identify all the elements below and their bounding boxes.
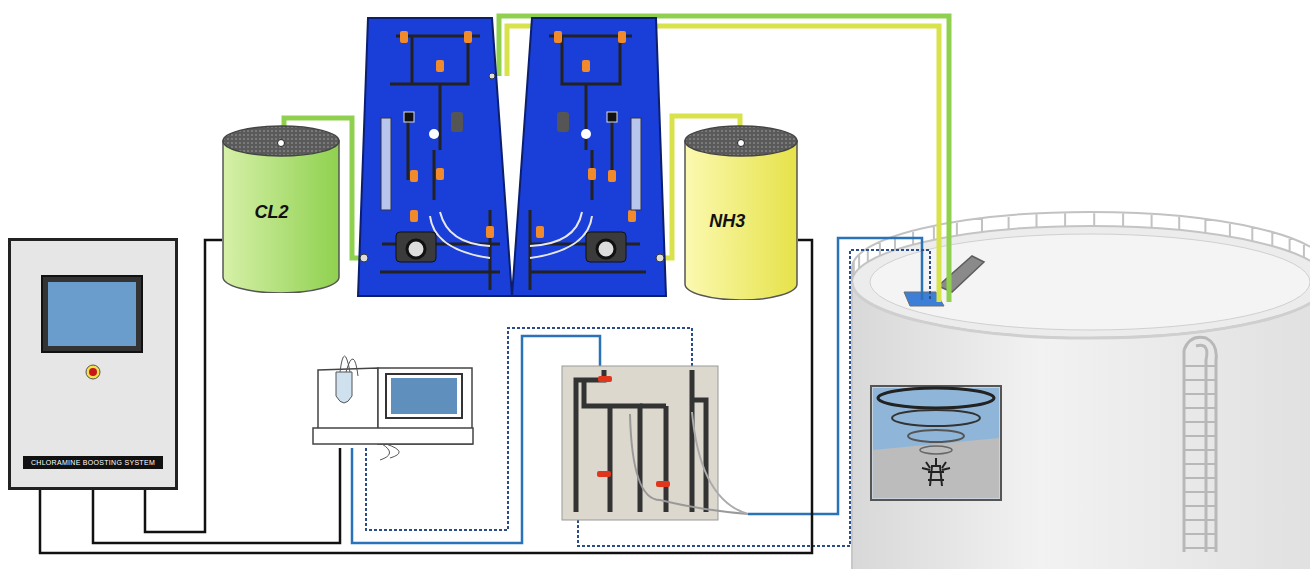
storage-tank xyxy=(852,212,1310,569)
ammonia-tank: NH3 xyxy=(684,125,798,300)
panel-outline xyxy=(8,238,178,490)
feed-tube xyxy=(284,16,949,302)
pump-cabinet xyxy=(358,18,666,296)
chlorine-tank: CL2 xyxy=(222,125,340,293)
tank-label: CL2 xyxy=(255,202,289,223)
panel-nameplate: CHLORAMINE BOOSTING SYSTEM xyxy=(23,456,163,469)
tank-label: NH3 xyxy=(709,211,745,232)
control-panel: CHLORAMINE BOOSTING SYSTEM xyxy=(8,238,178,490)
sample-panel xyxy=(562,366,748,520)
analyzer xyxy=(313,356,473,460)
